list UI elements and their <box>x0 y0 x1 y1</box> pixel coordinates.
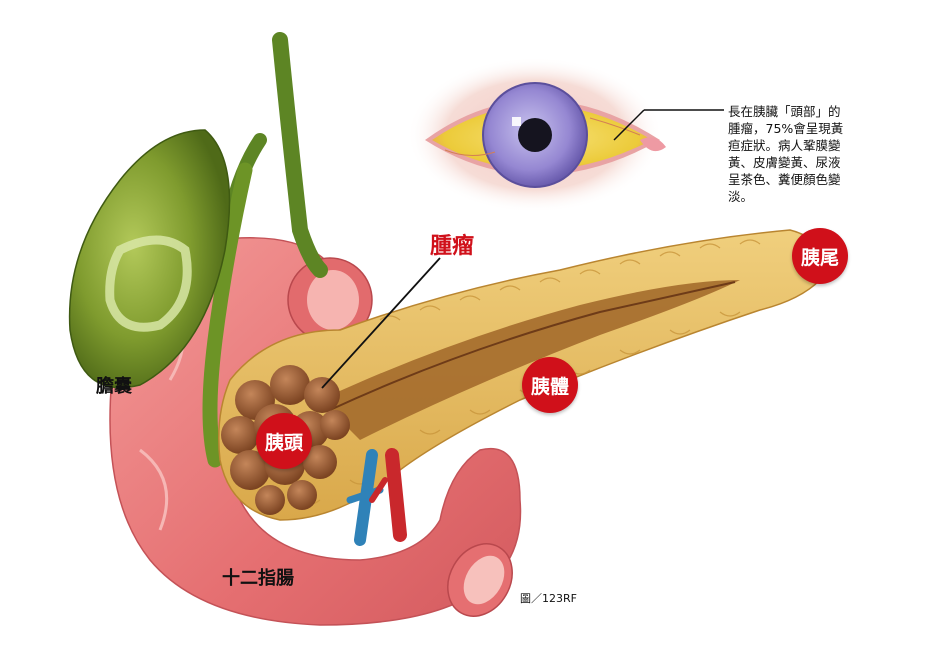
gallbladder-organ <box>68 32 328 468</box>
pancreas-body-badge: 胰體 <box>522 357 578 413</box>
pancreas-tail-badge: 胰尾 <box>792 228 848 284</box>
pancreas-organ <box>218 229 823 521</box>
blood-vessels <box>346 448 407 546</box>
eye-pointer-line <box>613 109 645 141</box>
tumor-pointer-line <box>321 257 441 389</box>
tumor-label: 腫瘤 <box>430 234 475 259</box>
image-credit: 圖／123RF <box>520 592 577 605</box>
gallbladder-label: 膽囊 <box>96 376 132 397</box>
pancreas-head-badge: 胰頭 <box>256 413 312 469</box>
eye-illustration <box>407 57 666 213</box>
jaundice-note: 長在胰臟「頭部」的 腫瘤，75%會呈現黃 疸症狀。病人鞏膜變 黃、皮膚變黃、尿液… <box>728 104 844 204</box>
duodenum-label: 十二指腸 <box>222 568 294 589</box>
